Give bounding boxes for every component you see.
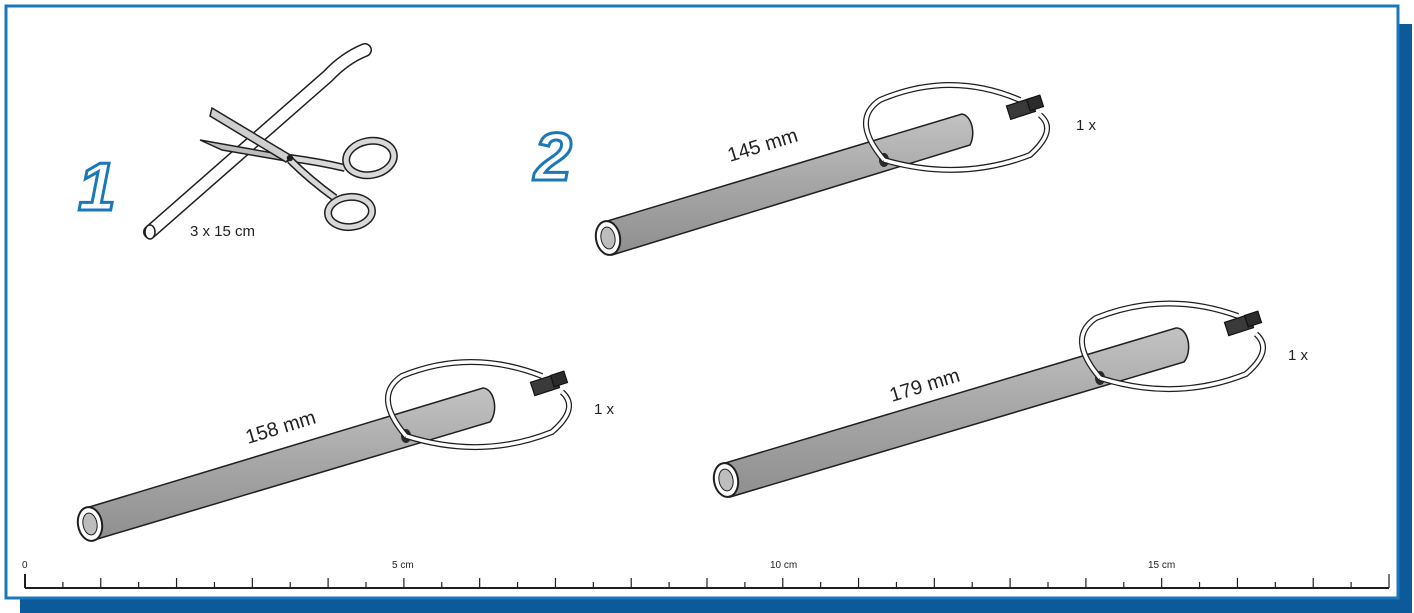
connector-icon (1223, 310, 1263, 337)
connector-icon (1005, 94, 1045, 121)
ruler-label-10cm: 10 cm (770, 560, 797, 571)
tube-body (603, 113, 974, 256)
quantity-label: 1 x (1076, 117, 1097, 134)
ruler: 0 5 cm 10 cm 15 cm (22, 560, 1390, 589)
cut-label: 3 x 15 cm (190, 223, 255, 240)
quantity-label: 1 x (594, 401, 615, 418)
tube-assembly-1: 145 mm 1 x (594, 82, 1097, 256)
step-2: 2 (531, 118, 574, 197)
step-2-number: 2 (532, 119, 572, 195)
tube-body (721, 327, 1190, 498)
scissors-icon (199, 106, 398, 232)
step-1: 1 3 x 15 cm (77, 43, 398, 240)
tube-body (85, 387, 496, 541)
straw-icon (143, 43, 372, 240)
connector-icon (529, 370, 569, 397)
step-1-number: 1 (78, 149, 116, 225)
ruler-label-5cm: 5 cm (392, 560, 414, 571)
quantity-label: 1 x (1288, 347, 1309, 364)
ruler-label-0: 0 (22, 560, 28, 571)
ruler-label-15cm: 15 cm (1148, 560, 1175, 571)
